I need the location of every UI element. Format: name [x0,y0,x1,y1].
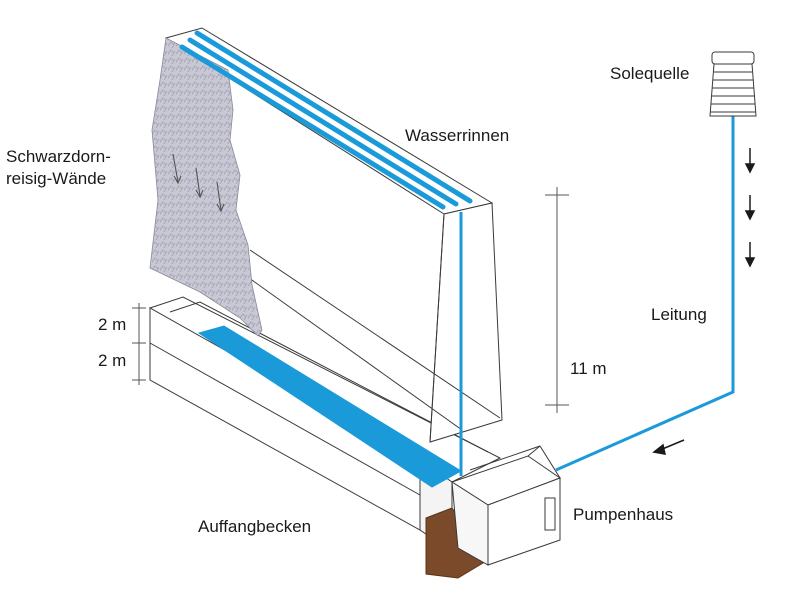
label-schwarzdorn-2: reisig-Wände [6,169,106,188]
label-wasserrinnen: Wasserrinnen [405,126,509,145]
label-basin-lower: 2 m [98,351,126,370]
flow-arrows-wall [172,153,225,213]
water-channels [179,30,473,210]
label-height-total: 11 m [570,359,607,378]
diagonal-arrow-icon [652,439,685,455]
label-basin-upper: 2 m [98,315,126,334]
collecting-basin [148,296,502,579]
brine-pipeline [555,116,735,472]
basin-dimension [132,303,146,385]
height-dimension [545,187,569,413]
label-schwarzdorn-1: Schwarzdorn- [6,147,111,166]
spring-tower-icon [709,51,757,117]
earth-section [425,507,489,579]
thorn-wall [149,37,263,337]
down-arrow-icon [744,148,756,268]
label-leitung: Leitung [651,305,707,324]
pump-house [450,445,562,566]
label-auffangbecken: Auffangbecken [198,517,311,536]
label-pumpenhaus: Pumpenhaus [573,505,673,524]
label-solequelle: Solequelle [610,64,689,83]
